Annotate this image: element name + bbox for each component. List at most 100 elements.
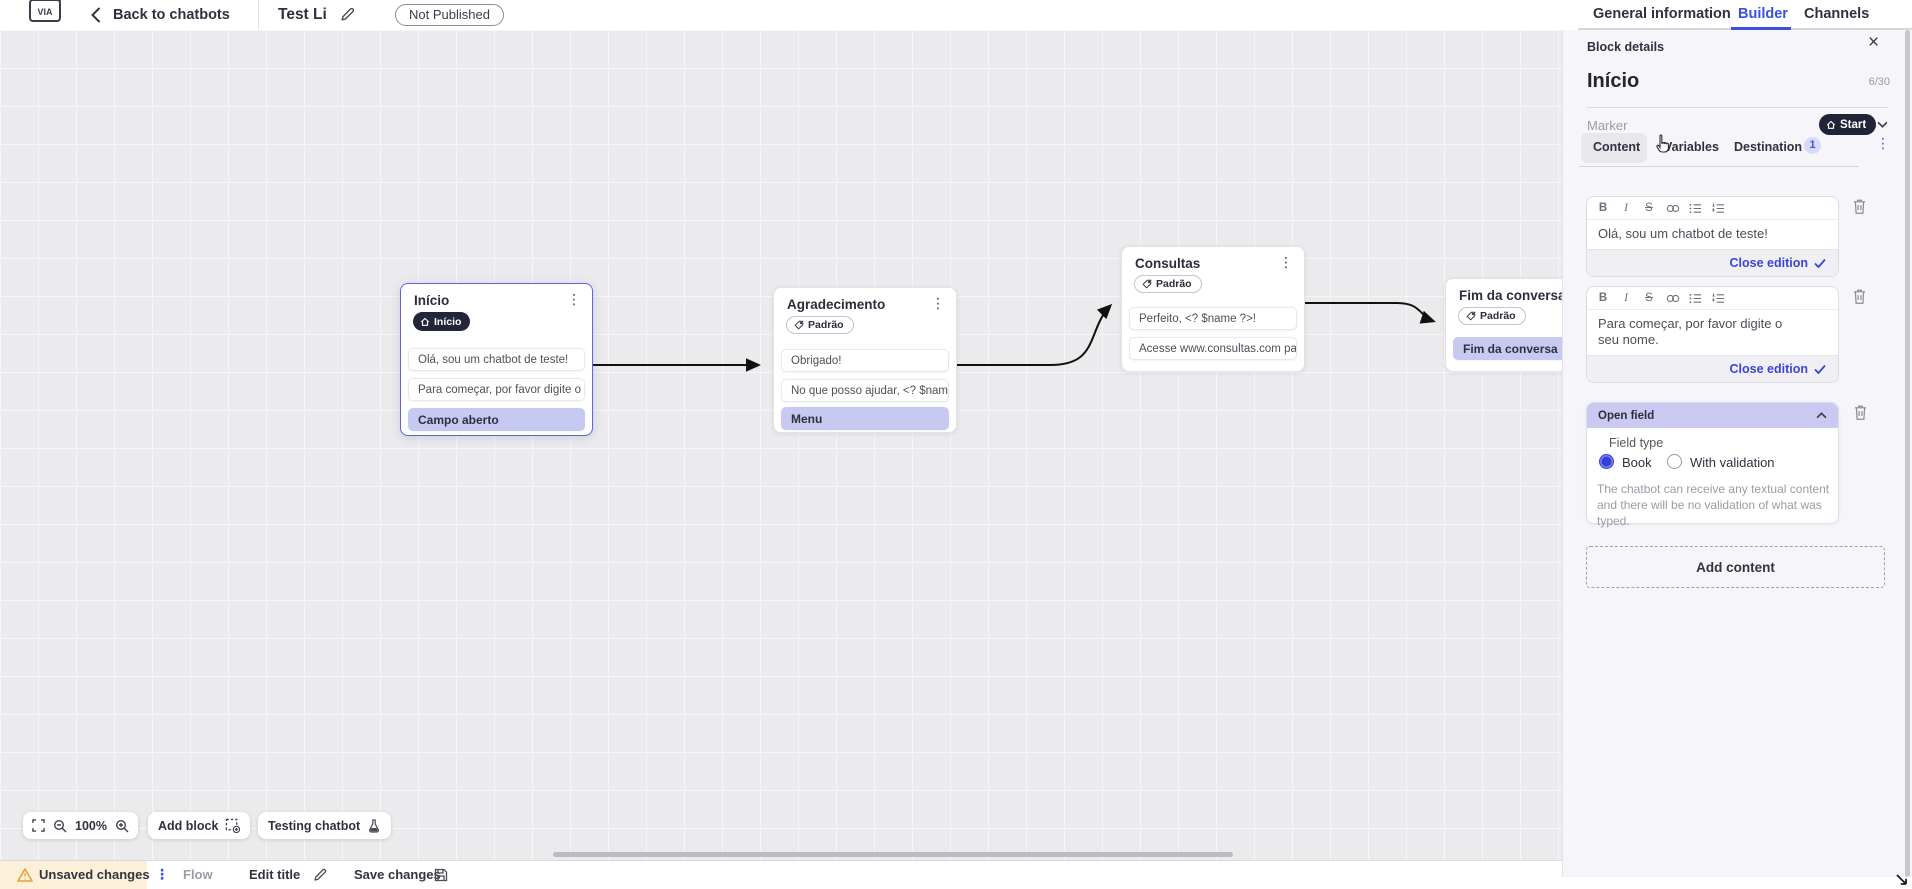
close-edition-link[interactable]: Close edition [1729,256,1808,270]
flow-connections [593,302,1436,372]
edit-title-pencil-icon[interactable] [340,7,355,22]
marker-label: Marker [1587,118,1628,133]
flow-block-inicio[interactable]: Início ⋮ Início Olá, sou um chatbot de t… [400,283,593,436]
block-name-field[interactable]: Início [1587,70,1640,92]
edit-title-button[interactable]: Edit title [249,867,301,882]
zoom-out-icon[interactable] [53,819,67,833]
bold-icon[interactable]: B [1598,292,1608,304]
zoom-level: 100% [75,818,107,833]
editor-toolbar: B I S [1587,197,1838,220]
save-icon[interactable] [434,868,448,882]
save-changes-button[interactable]: Save changes [354,867,441,882]
italic-icon[interactable]: I [1624,202,1628,214]
tab-channels[interactable]: Channels [1804,6,1870,22]
radio-with-validation[interactable] [1667,454,1682,469]
active-tab-indicator [1731,27,1791,30]
testing-chatbot-button[interactable]: Testing chatbot [258,812,392,839]
block-item-message[interactable]: No que posso ajudar, <? $name ... [781,379,949,402]
strikethrough-icon[interactable]: S [1645,292,1653,304]
bullet-list-icon[interactable] [1689,203,1701,214]
strikethrough-icon[interactable]: S [1645,202,1653,214]
radio-book[interactable] [1599,454,1614,469]
block-item-message[interactable]: Para começar, por favor digite o ... [408,378,585,401]
flow-block-fim-da-conversa[interactable]: Fim da conversa Padrão Fim da conversa [1445,278,1562,372]
default-marker-pill: Padrão [1458,307,1526,325]
pencil-icon[interactable] [313,868,327,882]
chevron-up-icon[interactable] [1816,412,1827,419]
bullet-list-icon[interactable] [1689,293,1701,304]
add-content-button[interactable]: Add content [1586,546,1885,588]
numbered-list-icon[interactable] [1712,202,1724,214]
delete-content-icon[interactable] [1853,404,1868,421]
marker-chevron-down-icon[interactable] [1877,121,1888,128]
close-icon[interactable]: × [1868,32,1880,53]
warning-icon [17,868,33,882]
block-item-message[interactable]: Olá, sou um chatbot de teste! [408,348,585,371]
panel-tab-destination[interactable]: Destination [1734,140,1803,154]
zoom-toolbar: 100% [23,812,138,839]
text-editor-card[interactable]: B I S Olá, sou um chatbot de teste! Clos… [1586,196,1839,277]
field-type-label: Field type [1609,436,1664,450]
marker-start-pill[interactable]: Start [1819,114,1877,135]
chatbot-title: Test Li [278,6,327,23]
flow-block-consultas[interactable]: Consultas ⋮ Padrão Perfeito, <? $name ?>… [1121,246,1305,372]
fullscreen-icon[interactable] [32,819,45,832]
horizontal-scrollbar[interactable] [553,852,1233,857]
active-tab-bg [1581,133,1647,163]
link-icon[interactable] [1666,204,1680,213]
open-field-title: Open field [1598,409,1655,422]
link-icon[interactable] [1666,294,1680,303]
open-field-header[interactable]: Open field [1587,403,1838,428]
editor-text[interactable]: Para começar, por favor digite o seu nom… [1598,316,1783,347]
block-title: Consultas [1135,256,1201,271]
field-type-description: The chatbot can receive any textual cont… [1597,482,1830,528]
text-editor-card[interactable]: B I S Para começar, por favor digite o s… [1586,286,1839,383]
block-item-message[interactable]: Perfeito, <? $name ?>! [1129,307,1297,330]
flow-block-agradecimento[interactable]: Agradecimento ⋮ Padrão Obrigado! No que … [773,287,957,433]
italic-icon[interactable]: I [1624,292,1628,304]
numbered-list-icon[interactable] [1712,292,1724,304]
add-block-button[interactable]: Add block [148,812,251,839]
radio-with-validation-label[interactable]: With validation [1690,455,1775,470]
editor-text[interactable]: Olá, sou um chatbot de teste! [1598,226,1768,241]
status-badge: Not Published [395,4,504,26]
editor-footer: Close edition [1587,355,1838,382]
panel-tab-variables[interactable]: Variables [1664,140,1719,154]
block-item-open-field[interactable]: Campo aberto [408,408,585,431]
tab-builder[interactable]: Builder [1738,6,1788,22]
unsaved-changes-chip: Unsaved changes [0,861,150,889]
top-bar: VIA Back to chatbots Test Li Not Publish… [0,0,1912,30]
back-to-chatbots-link[interactable]: Back to chatbots [113,7,230,23]
zoom-in-icon[interactable] [115,819,129,833]
check-icon [1814,364,1826,374]
block-item-menu[interactable]: Menu [781,407,949,430]
home-icon [420,317,430,326]
panel-more-menu-icon[interactable]: ⋮ [1876,135,1890,151]
app-logo[interactable]: VIA [28,0,68,27]
svg-text:VIA: VIA [37,7,53,17]
delete-content-icon[interactable] [1852,198,1867,215]
block-title: Início [414,293,450,308]
radio-book-label[interactable]: Book [1622,455,1652,470]
vertical-scrollbar[interactable] [1905,30,1910,877]
tab-general-information[interactable]: General information [1593,6,1731,22]
back-chevron-icon[interactable] [90,7,101,23]
delete-content-icon[interactable] [1852,288,1867,305]
open-field-card: Open field Field type Book With validati… [1586,402,1839,528]
block-menu-icon[interactable]: ⋮ [931,295,945,311]
panel-tab-content[interactable]: Content [1593,140,1641,154]
block-item-message[interactable]: Obrigado! [781,349,949,372]
close-edition-link[interactable]: Close edition [1729,362,1808,376]
block-menu-icon[interactable]: ⋮ [1279,254,1293,270]
destination-count-badge: 1 [1804,137,1821,154]
block-item-message[interactable]: Acesse www.consultas.com par... [1129,337,1297,360]
bold-icon[interactable]: B [1598,202,1608,214]
statusbar-more-menu-icon[interactable]: ⋮ [155,866,169,882]
flask-icon [367,818,381,833]
add-block-icon [225,818,241,833]
topbar-divider [258,0,259,30]
block-menu-icon[interactable]: ⋮ [567,291,581,307]
flow-canvas[interactable]: Início ⋮ Início Olá, sou um chatbot de t… [0,30,1562,860]
block-details-panel: Block details × Início 6/30 Marker Start… [1562,30,1912,877]
block-item-end[interactable]: Fim da conversa [1453,337,1562,360]
